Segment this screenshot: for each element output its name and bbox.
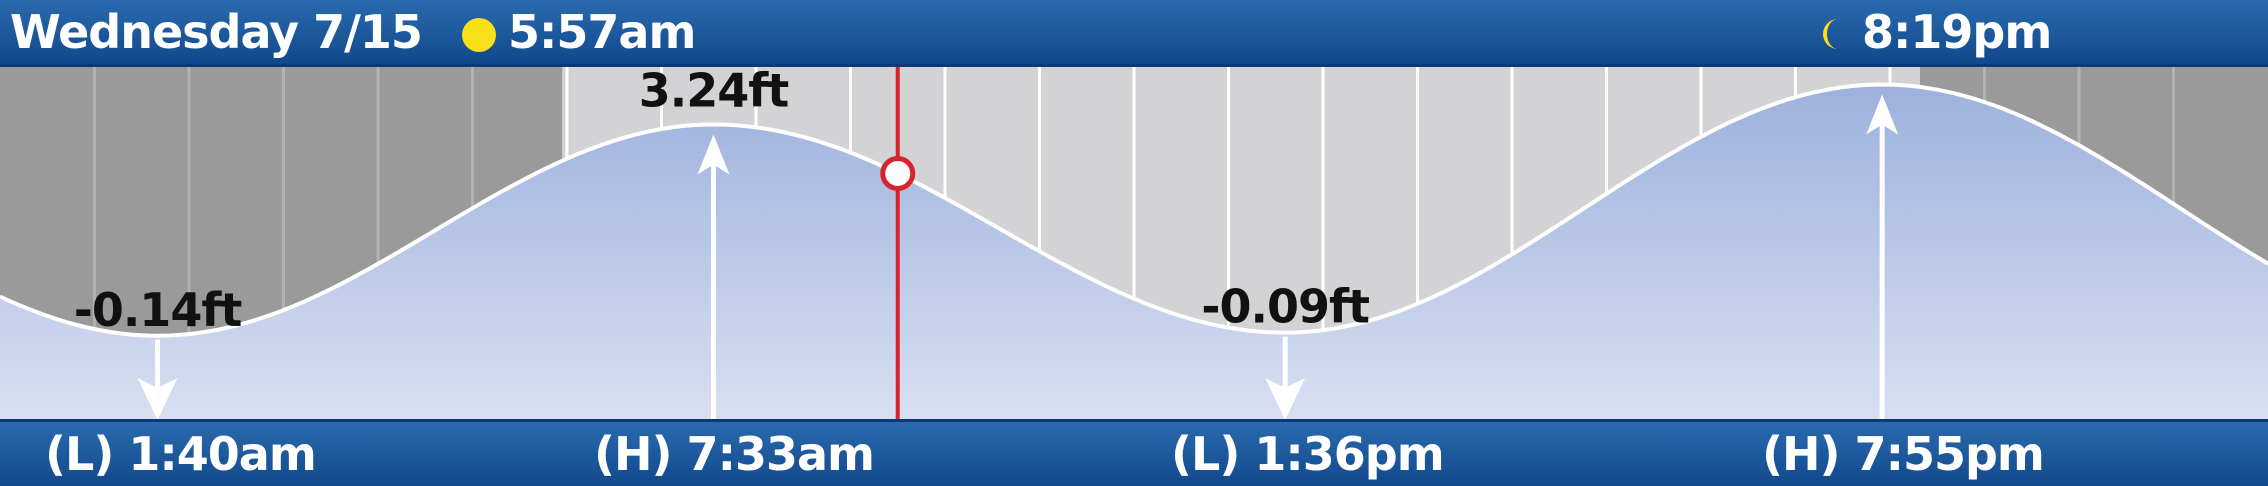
moonrise-time: 8:19pm xyxy=(1862,5,2052,59)
sun-icon xyxy=(462,18,496,52)
tide-time-label-2: (H) 7:33am xyxy=(594,427,875,481)
current-tide-marker xyxy=(880,155,916,191)
low-tide-arrowhead xyxy=(1265,378,1306,420)
low-tide-arrowhead xyxy=(137,378,178,420)
tide-value-label-3: -0.09ft xyxy=(1201,280,1369,334)
tide-time-label-1: (L) 1:40am xyxy=(45,427,317,481)
sunrise-time: 5:57am xyxy=(508,5,696,59)
high-tide-arrowhead xyxy=(697,134,730,175)
date-label: Wednesday 7/15 xyxy=(10,5,423,59)
tide-times-bar: (L) 1:40am (H) 7:33am (L) 1:36pm (H) 7:5… xyxy=(0,419,2268,486)
tide-value-label-1: -0.14ft xyxy=(74,283,242,337)
high-tide-arrowhead xyxy=(1866,94,1899,135)
date-header-bar: Wednesday 7/15 5:57am 8:19pm xyxy=(0,0,2268,67)
tide-water-area xyxy=(0,84,2268,419)
tide-curve xyxy=(0,82,2268,338)
tide-value-label-2: 3.24ft xyxy=(639,64,789,118)
moon-icon xyxy=(1816,16,1852,52)
tide-time-label-3: (L) 1:36pm xyxy=(1171,427,1445,481)
tide-time-label-4: (H) 7:55pm xyxy=(1762,427,2045,481)
